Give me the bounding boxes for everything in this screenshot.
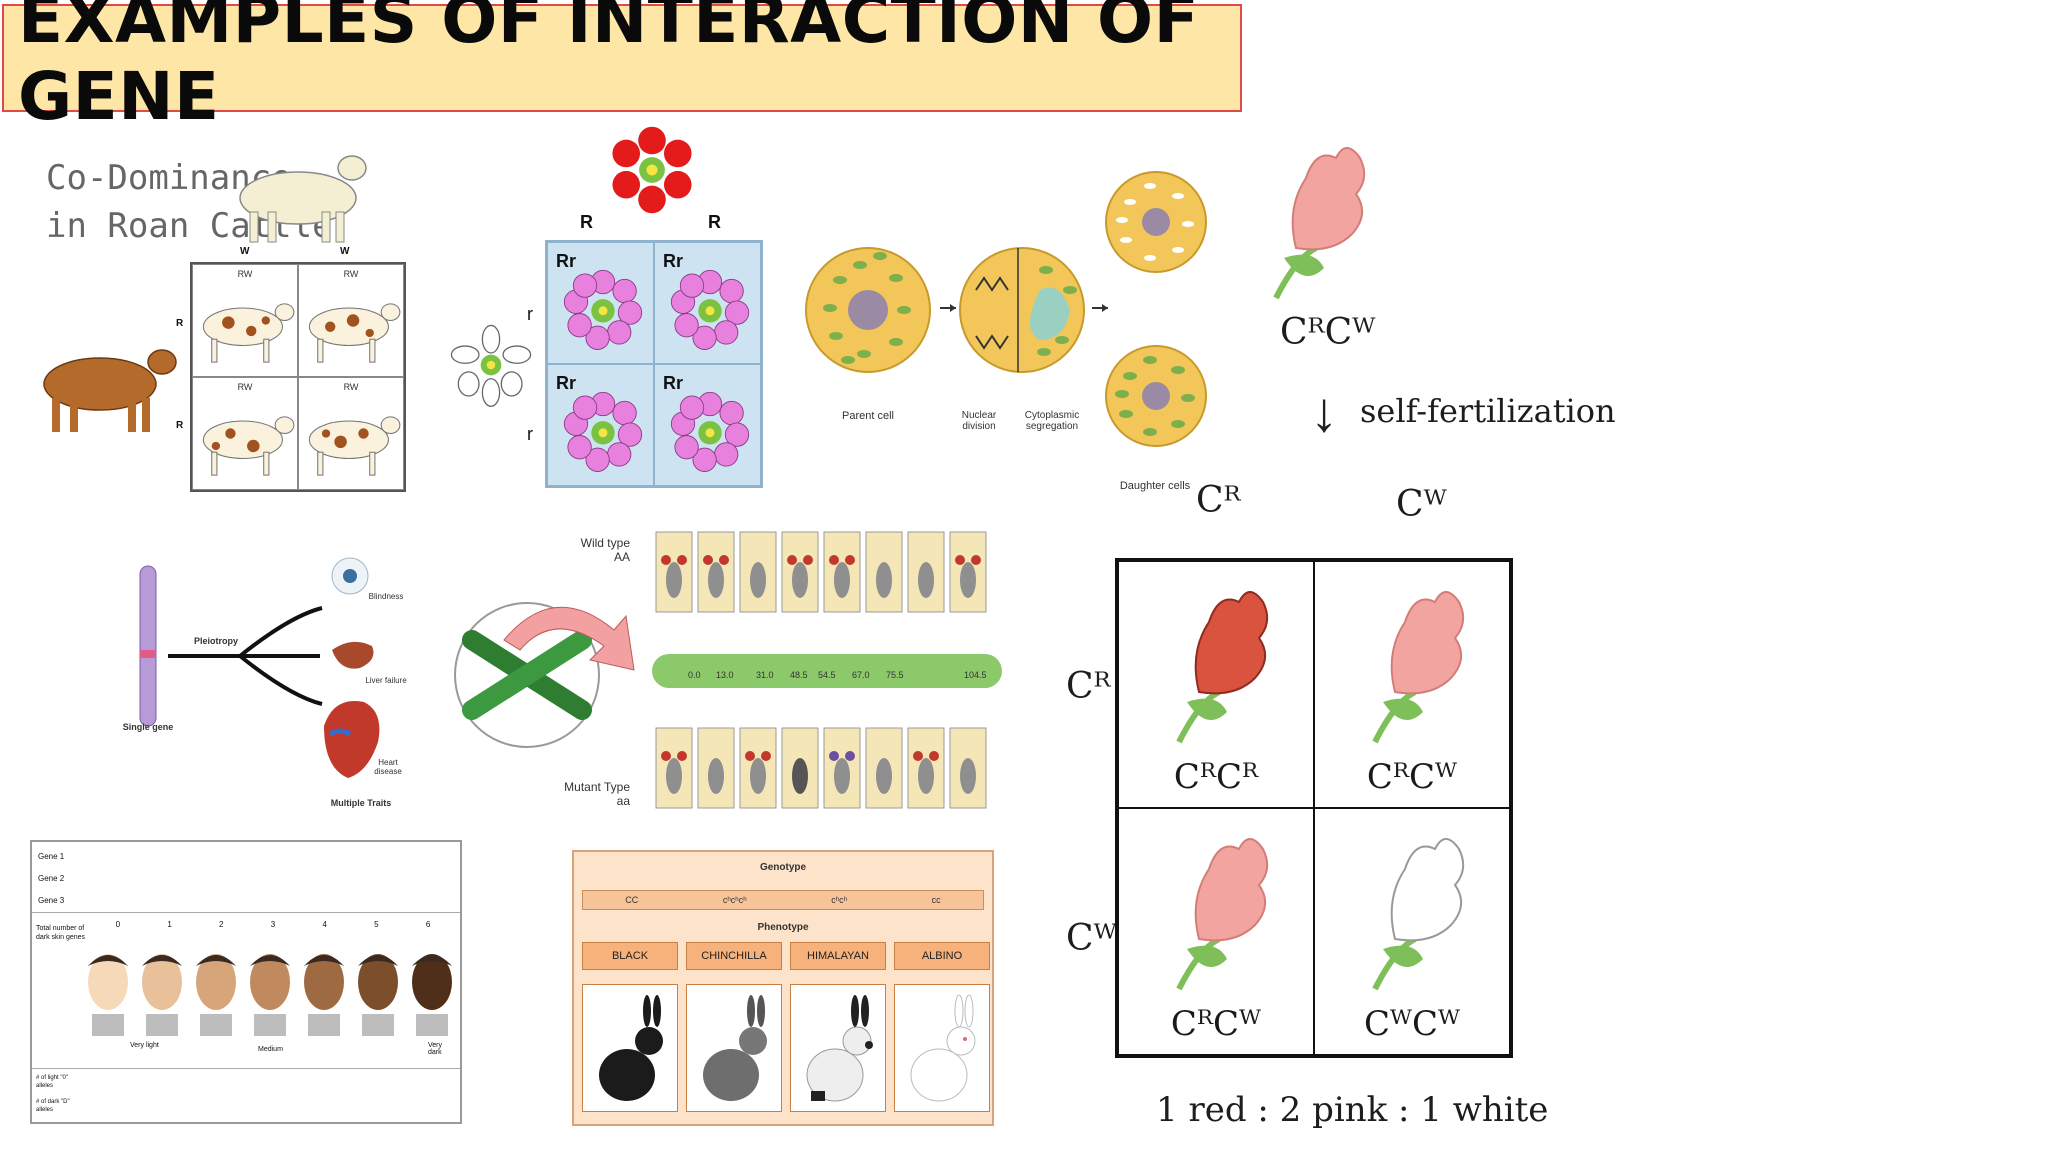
rabbit-chinchilla: [686, 984, 782, 1112]
genotype-label: CᴿCᵂ: [1170, 1004, 1262, 1044]
white-cow-illustration: [239, 155, 367, 243]
tone-label-light: Very light: [130, 1042, 159, 1049]
cattle-cell: RW: [192, 264, 298, 377]
parent-genotype: CᴿCᵂ: [1280, 312, 1376, 353]
flower-col-label-1: R: [580, 212, 593, 232]
mutant-type-label: Mutant Type aa: [544, 780, 630, 808]
genotype-label: CᴿCᵂ: [1366, 757, 1458, 797]
genotype-header: Genotype: [759, 862, 807, 873]
pink-arrow: [503, 606, 635, 671]
skin-color-table: Gene 1 Gene 2 Gene 3 Total number of dar…: [30, 840, 462, 1124]
pleiotropy-left-label: Single gene: [122, 722, 174, 732]
chromosome-circle: [454, 602, 600, 748]
cattle-row-label-1: R: [176, 318, 184, 329]
cattle-row-label-2: R: [176, 420, 184, 431]
phenotype-black: BLACK: [582, 942, 678, 970]
wild-type-label: Wild type AA: [560, 536, 630, 564]
cattle-col-label-2: W: [340, 246, 350, 257]
pleiotropy-bottom-label: Multiple Traits: [330, 798, 392, 808]
dark-allele-row-label: # of dark "D" alleles: [36, 1099, 70, 1113]
self-fertilization-label: self-fertilization: [1360, 392, 1616, 430]
gene-position-2: 13.0: [716, 670, 734, 680]
pleiotropy-mid-label: Pleiotropy: [193, 636, 238, 646]
cattle-punnett-square: RW RW RW RW: [190, 262, 406, 492]
pleiotropy-diagram: [139, 557, 380, 778]
trait-label-1: Blindness: [368, 592, 404, 601]
gene-row-label: Gene 3: [38, 896, 65, 905]
gene-position-8: 104.5: [964, 670, 987, 680]
punnett-cell-red: CᴿCᴿ: [1118, 561, 1314, 808]
rabbit-albino: [894, 984, 990, 1112]
cattle-col-label-1: W: [240, 246, 250, 257]
tone-label-dark: Very dark: [428, 1042, 443, 1056]
gene-position-6: 67.0: [852, 670, 870, 680]
wild-type-label-2: AA: [613, 550, 630, 564]
flower-row-label-1: r: [527, 304, 533, 324]
fly-gene-map: [652, 531, 1002, 809]
snapdragon-punnett-square: CᴿCᴿ CᴿCᵂ CᴿCᵂ CᵂCᵂ: [1115, 558, 1513, 1058]
red-flower-icon: [612, 126, 692, 214]
wild-type-label-1: Wild type: [580, 536, 630, 550]
mutant-type-label-2: aa: [616, 794, 630, 808]
phenotype-chinchilla: CHINCHILLA: [686, 942, 782, 970]
phenotype-albino: ALBINO: [894, 942, 990, 970]
phenotype-ratio: 1 red : 2 pink : 1 white: [1156, 1090, 1549, 1130]
rabbit-black: [582, 984, 678, 1112]
genotype-label: CᴿCᴿ: [1173, 757, 1259, 797]
genotype-label: CᵂCᵂ: [1363, 1004, 1461, 1044]
pink-snapdragon-icon: [1273, 147, 1366, 300]
punnett-cell-pink: CᴿCᵂ: [1314, 561, 1510, 808]
mutant-type-label-1: Mutant Type: [564, 780, 630, 794]
cell-label-daughter: Daughter cells: [1119, 480, 1191, 492]
cell-label-nuclear: Nuclear division: [961, 410, 997, 432]
down-arrow-icon: ↓: [1310, 380, 1338, 443]
cell-label-parent: Parent cell: [842, 410, 894, 422]
white-flower-icon: [450, 324, 532, 407]
gene-row-label: Gene 1: [38, 852, 65, 861]
gene-position-1: 0.0: [688, 670, 701, 680]
cattle-cell: RW: [298, 264, 404, 377]
flower-row-label-2: r: [527, 424, 533, 444]
page-title: EXAMPLES OF INTERACTION OF GENE: [18, 0, 1200, 135]
flower-cell: Rr: [547, 242, 654, 364]
row-allele-1: Cᴿ: [1066, 666, 1111, 707]
gene-position-5: 54.5: [818, 670, 836, 680]
cell-label-cytoplasmic: Cytoplasmic segregation: [1024, 410, 1080, 432]
light-allele-row-label: # of light "0" alleles: [36, 1075, 68, 1089]
row-allele-2: Cᵂ: [1066, 918, 1117, 959]
flower-punnett-square: Rr Rr Rr Rr: [545, 240, 763, 488]
skin-tone-faces: [88, 954, 452, 1036]
gene-position-7: 75.5: [886, 670, 904, 680]
flower-col-label-2: R: [708, 212, 721, 232]
gene-position-4: 48.5: [790, 670, 808, 680]
tone-label-medium: Medium: [258, 1046, 283, 1053]
flower-cell: Rr: [547, 364, 654, 486]
cell-division-diagram: [805, 171, 1207, 447]
punnett-cell-white: CᵂCᵂ: [1314, 808, 1510, 1055]
cattle-cell: RW: [298, 377, 404, 490]
col-allele-2: Cᵂ: [1396, 484, 1447, 525]
flower-cell: Rr: [654, 364, 761, 486]
gene-position-3: 31.0: [756, 670, 774, 680]
flower-cell: Rr: [654, 242, 761, 364]
brown-cow-illustration: [43, 349, 177, 432]
punnett-cell-pink: CᴿCᵂ: [1118, 808, 1314, 1055]
phenotype-header: Phenotype: [757, 922, 809, 933]
cattle-cell: RW: [192, 377, 298, 490]
title-banner: EXAMPLES OF INTERACTION OF GENE: [2, 0, 1242, 135]
trait-label-2: Liver failure: [365, 676, 407, 685]
gene-row-label: Gene 2: [38, 874, 65, 883]
dark-gene-count-label: Total number of dark skin genes: [36, 925, 86, 941]
rabbit-himalayan: [790, 984, 886, 1112]
phenotype-himalayan: HIMALAYAN: [790, 942, 886, 970]
col-allele-1: Cᴿ: [1196, 480, 1241, 521]
trait-label-3: Heart disease: [374, 758, 402, 776]
